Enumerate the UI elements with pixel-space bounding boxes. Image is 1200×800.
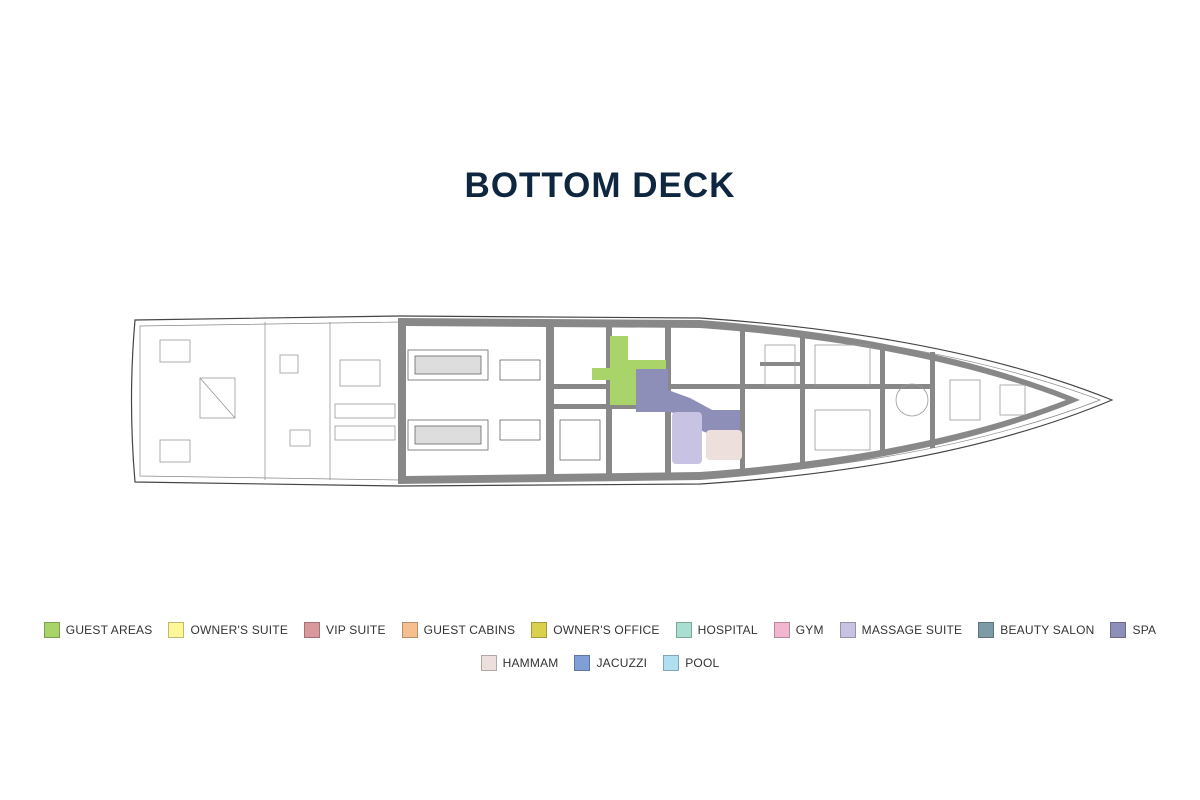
legend-row-2: HAMMAM JACUZZI POOL bbox=[0, 655, 1200, 671]
legend-label: SPA bbox=[1132, 623, 1157, 637]
legend-label: JACUZZI bbox=[596, 656, 648, 670]
legend-swatch bbox=[663, 655, 680, 671]
hammam-zone bbox=[706, 430, 742, 460]
legend-item-owners-office: OWNER'S OFFICE bbox=[531, 622, 659, 638]
legend-item-hammam: HAMMAM bbox=[480, 655, 559, 671]
legend-item-gym: GYM bbox=[773, 622, 824, 638]
legend-item-spa: SPA bbox=[1110, 622, 1156, 638]
legend-item-guest-areas: GUEST AREAS bbox=[43, 622, 153, 638]
legend-swatch bbox=[401, 622, 418, 638]
legend-swatch bbox=[304, 622, 321, 638]
legend-item-vip-suite: VIP SUITE bbox=[304, 622, 386, 638]
legend-swatch bbox=[1110, 622, 1127, 638]
legend-swatch bbox=[531, 622, 548, 638]
deck-plan bbox=[130, 315, 1114, 487]
legend-swatch bbox=[978, 622, 995, 638]
legend-item-guest-cabins: GUEST CABINS bbox=[401, 622, 516, 638]
page-title: BOTTOM DECK bbox=[464, 166, 736, 205]
legend-label: OWNER'S OFFICE bbox=[553, 623, 660, 637]
legend-label: BEAUTY SALON bbox=[1000, 623, 1095, 637]
guest-area-zone bbox=[592, 336, 666, 405]
legend-swatch bbox=[168, 622, 185, 638]
legend-label: GYM bbox=[795, 623, 824, 637]
legend-item-massage-suite: MASSAGE SUITE bbox=[839, 622, 963, 638]
legend-item-owners-suite: OWNER'S SUITE bbox=[168, 622, 288, 638]
legend-swatch bbox=[773, 622, 790, 638]
legend-label: MASSAGE SUITE bbox=[861, 623, 963, 637]
legend-swatch bbox=[43, 622, 60, 638]
forward-cabins bbox=[764, 344, 1026, 451]
legend-label: GUEST CABINS bbox=[423, 623, 516, 637]
legend-label: GUEST AREAS bbox=[65, 623, 153, 637]
aft-deck-details bbox=[159, 322, 396, 480]
legend-row-1: GUEST AREAS OWNER'S SUITE VIP SUITE GUES… bbox=[0, 622, 1200, 638]
legend-label: HOSPITAL bbox=[697, 623, 758, 637]
legend-label: POOL bbox=[685, 656, 720, 670]
legend-label: VIP SUITE bbox=[326, 623, 386, 637]
legend-swatch bbox=[480, 655, 497, 671]
legend-item-beauty-salon: BEAUTY SALON bbox=[978, 622, 1094, 638]
legend-label: OWNER'S SUITE bbox=[190, 623, 289, 637]
legend-item-jacuzzi: JACUZZI bbox=[574, 655, 647, 671]
legend-swatch bbox=[839, 622, 856, 638]
legend-label: HAMMAM bbox=[502, 656, 559, 670]
legend-swatch bbox=[574, 655, 591, 671]
legend-item-pool: POOL bbox=[663, 655, 719, 671]
spa-zone bbox=[636, 369, 740, 436]
legend-swatch bbox=[675, 622, 692, 638]
engine-room bbox=[407, 349, 601, 461]
legend-item-hospital: HOSPITAL bbox=[675, 622, 758, 638]
massage-suite-zone bbox=[672, 412, 702, 464]
